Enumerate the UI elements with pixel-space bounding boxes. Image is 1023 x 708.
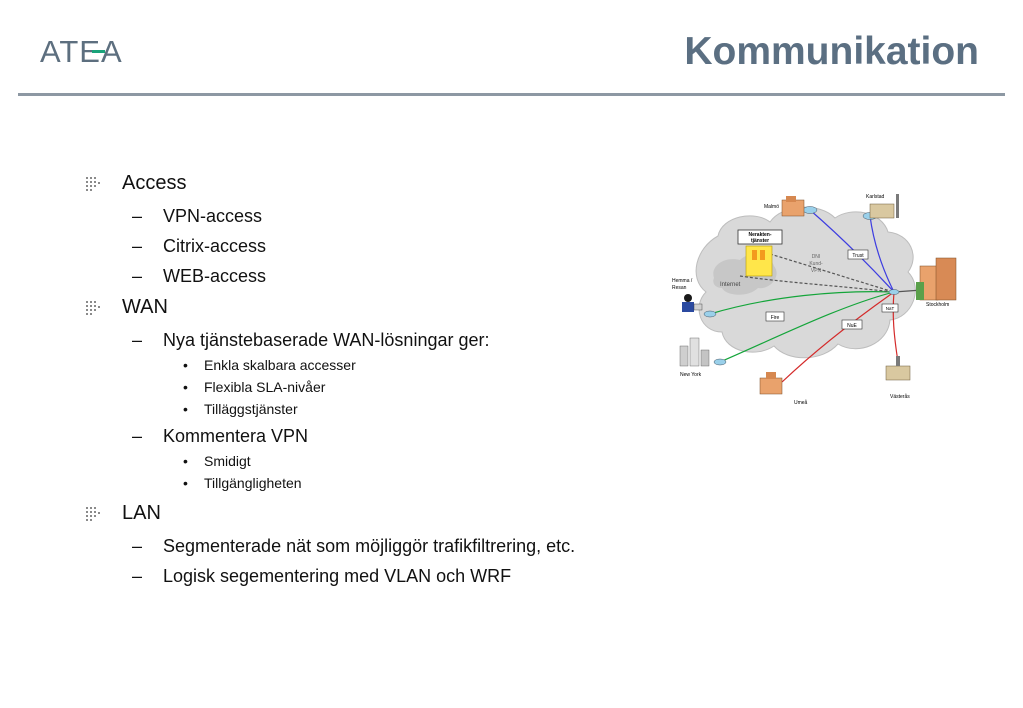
city-label-karlstad: Karlstad [866, 194, 885, 200]
dotted-square-bullet-icon [86, 507, 100, 521]
bullet-label: Access [122, 172, 187, 194]
router-icon [802, 206, 818, 214]
vpn-label: DNI [812, 254, 821, 260]
point-text: Flexibla SLA-nivåer [204, 379, 326, 395]
header-divider [18, 93, 1005, 96]
service-box-label: Nerakten- [748, 232, 771, 238]
server-rack-icon [752, 250, 757, 260]
logo-accent-bar [92, 50, 105, 53]
point: •Smidigt [183, 453, 251, 469]
link-vasteras [892, 291, 899, 363]
link-newyork [719, 291, 895, 363]
network-diagram: Nerakten- tjänster Internet DNI Kund- VP… [672, 194, 957, 406]
sub-bullet-text: VPN-access [163, 206, 263, 226]
vpn-label: Kund- [809, 261, 823, 267]
router-icon [713, 358, 727, 366]
sub-bullet-text: Segmenterade nät som möjliggör trafikfil… [163, 536, 576, 556]
slide-outline: Access –VPN-access –Citrix-access –WEB-a… [84, 168, 684, 588]
city-label-newyork: New York [680, 372, 702, 378]
city-label-malmo: Malmö [764, 204, 779, 210]
bullet-label: LAN [122, 502, 161, 524]
fire-tag-label: Fire [771, 315, 780, 321]
server-rack-icon [760, 250, 765, 260]
link-services [769, 253, 895, 293]
bullet-access: Access [84, 170, 684, 196]
building-newyork-icon [679, 337, 710, 367]
trust-tag [847, 249, 869, 260]
city-label-umea: Umeå [794, 399, 808, 406]
building-umea-icon [759, 372, 783, 395]
sub-bullet-text: Kommentera VPN [163, 426, 309, 446]
city-label-resan: Resan [672, 285, 687, 291]
bullet-wan: WAN [84, 294, 684, 320]
point-text: Tilläggstjänster [204, 401, 298, 417]
building-malmo-icon [781, 196, 805, 217]
point-text: Enkla skalbara accesser [204, 357, 356, 373]
link-hemma [709, 291, 895, 315]
point: •Enkla skalbara accesser [183, 357, 356, 373]
services-server-icon [745, 245, 773, 277]
remote-user-icon [682, 294, 703, 312]
point: •Tillgängligheten [183, 475, 302, 491]
router-icon [888, 289, 900, 295]
trust-tag-label: Trust [852, 253, 864, 259]
link-internet [739, 275, 895, 293]
point: •Flexibla SLA-nivåer [183, 379, 326, 395]
sub-bullet: –Nya tjänstebaserade WAN-lösningar ger: [132, 330, 490, 350]
city-label-hemma: Hemma / [672, 278, 693, 284]
link-karlstad [869, 215, 895, 293]
building-karlstad-icon [869, 194, 899, 219]
service-box-label: tjänster [751, 238, 769, 244]
sub-bullet: –Citrix-access [132, 236, 267, 256]
link-umea [781, 291, 895, 383]
atea-logo: ATEA [40, 34, 123, 68]
sub-bullet: –VPN-access [132, 206, 263, 226]
sub-bullet: –Segmenterade nät som möjliggör trafikfi… [132, 536, 576, 556]
nat-tag-label: NaT [886, 306, 895, 311]
service-box [737, 229, 783, 245]
page-title: Kommunikation [684, 30, 979, 73]
bullet-lan: LAN [84, 500, 684, 526]
point-text: Smidigt [204, 453, 251, 469]
sub-bullet-text: Nya tjänstebaserade WAN-lösningar ger: [163, 330, 490, 350]
building-vasteras-icon [885, 356, 911, 381]
dotted-square-bullet-icon [86, 177, 100, 191]
fire-tag [765, 311, 785, 322]
city-label-vasteras: Västerås [890, 393, 910, 400]
dotted-square-bullet-icon [86, 301, 100, 315]
point-text: Tillgängligheten [204, 475, 302, 491]
sub-bullet: –Kommentera VPN [132, 426, 309, 446]
router-icon [703, 310, 717, 318]
sub-bullet-text: Citrix-access [163, 236, 267, 256]
nat-tag [881, 303, 899, 313]
internet-label: Internet [720, 282, 741, 288]
sub-bullet-text: Logisk segementering med VLAN och WRF [163, 566, 512, 586]
sub-bullet-text: WEB-access [163, 266, 267, 286]
city-label-stockholm: Stockholm [926, 302, 949, 308]
building-stockholm-icon [916, 257, 957, 301]
sub-bullet: –WEB-access [132, 266, 267, 286]
multi-tag [841, 319, 863, 330]
sub-bullet: –Logisk segementering med VLAN och WRF [132, 566, 512, 586]
point: •Tilläggstjänster [183, 401, 298, 417]
vpn-label: VPN [811, 268, 822, 274]
multi-tag-label: NuE [847, 323, 857, 329]
atea-logo-text: ATEA [40, 34, 123, 68]
bullet-label: WAN [122, 296, 168, 318]
